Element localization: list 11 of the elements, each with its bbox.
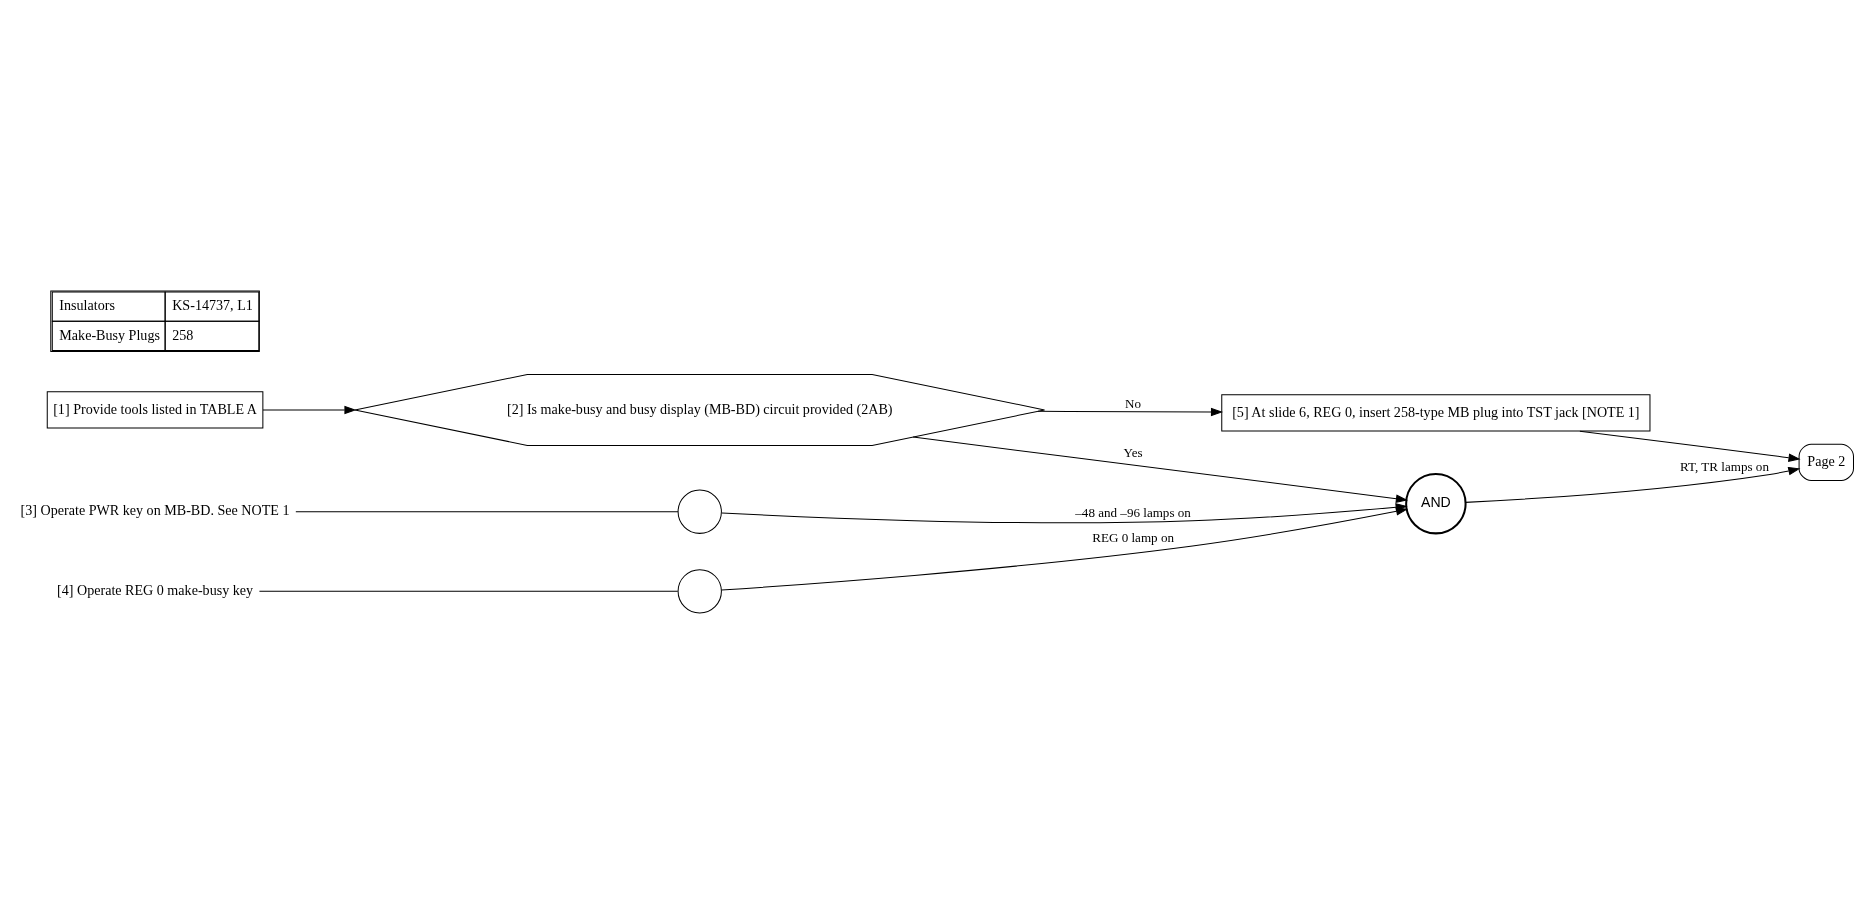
label: Insulators (58, 297, 115, 314)
node-text: [3] Operate PWR key on MB-BD. See NOTE 1 (20, 502, 290, 519)
edge-label: –48 and –96 lamps on (1074, 505, 1191, 521)
node-text: [4] Operate REG 0 make-busy key (56, 582, 253, 599)
label: KS-14737, L1 (171, 297, 253, 314)
edge-label: Yes (1123, 444, 1143, 460)
label: Make-Busy Plugs (58, 326, 160, 343)
edge-label: No (1124, 396, 1141, 412)
label: 258 (171, 326, 193, 343)
edge-label: RT, TR lamps on (1679, 458, 1769, 474)
edge-label: REG 0 lamp on (1091, 530, 1174, 546)
